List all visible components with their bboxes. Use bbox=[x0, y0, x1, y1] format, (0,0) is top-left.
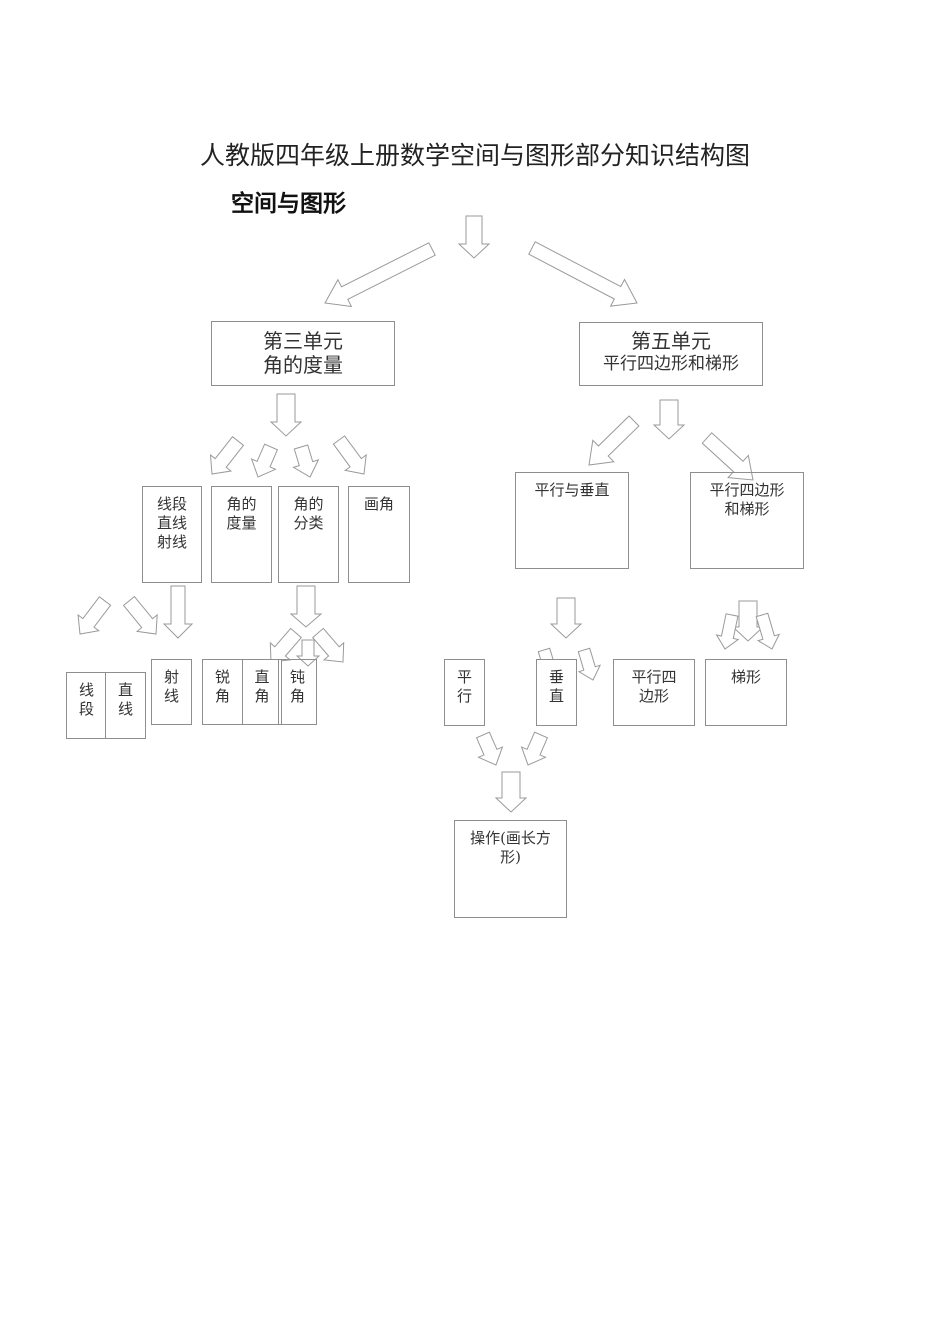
acute-angle-box: 锐 角 bbox=[202, 659, 243, 725]
parallelogram-trapezoid-label-2: 和梯形 bbox=[724, 500, 770, 518]
parallel-perpendicular-box: 平行与垂直 bbox=[515, 472, 629, 569]
page-title: 人教版四年级上册数学空间与图形部分知识结构图 bbox=[199, 141, 750, 170]
arrow-down-right-icon bbox=[475, 731, 504, 766]
arrow-down-icon bbox=[457, 215, 491, 259]
arrow-down-left-icon bbox=[269, 627, 303, 663]
arrow-down-left-icon bbox=[520, 731, 549, 766]
arrow-right-icon bbox=[528, 241, 638, 307]
perpendicular-box: 垂 直 bbox=[536, 659, 577, 726]
arrow-down-left-icon bbox=[209, 435, 245, 475]
segment-label-2: 段 bbox=[78, 700, 94, 718]
parallelogram-box: 平行四 边形 bbox=[613, 659, 695, 726]
unit5-line2: 平行四边形和梯形 bbox=[603, 354, 739, 374]
arrow-down-right-icon bbox=[755, 612, 781, 650]
arrow-down-icon bbox=[269, 393, 303, 437]
perpendicular-label-2: 直 bbox=[548, 687, 564, 705]
line-label-1: 直 bbox=[117, 681, 133, 699]
arrow-down-right-icon bbox=[122, 595, 158, 635]
arrow-left-icon bbox=[324, 242, 436, 308]
arrow-down-left-icon bbox=[250, 443, 279, 478]
right-label-1: 直 bbox=[254, 668, 270, 686]
trapezoid-box: 梯形 bbox=[705, 659, 787, 726]
perpendicular-label-1: 垂 bbox=[548, 668, 564, 686]
obtuse-angle-box: 钝 角 bbox=[278, 659, 317, 725]
lines-box: 线段 直线 射线 bbox=[142, 486, 202, 583]
acute-label-2: 角 bbox=[214, 687, 230, 705]
obtuse-label-2: 角 bbox=[289, 687, 305, 705]
arrow-down-icon bbox=[731, 600, 765, 642]
parallelogram-trapezoid-label-1: 平行四边形 bbox=[709, 481, 785, 499]
diagram-subtitle: 空间与图形 bbox=[231, 191, 346, 217]
parallel-perpendicular-label: 平行与垂直 bbox=[534, 481, 610, 499]
arrow-down-right-icon bbox=[311, 627, 345, 663]
right-angle-box: 直 角 bbox=[242, 659, 282, 725]
arrow-down-icon bbox=[549, 597, 583, 639]
draw-angle-label: 画角 bbox=[363, 495, 394, 513]
lines-label-2: 直线 bbox=[156, 514, 187, 532]
arrow-down-icon bbox=[162, 585, 194, 639]
angle-measure-box: 角的 度量 bbox=[211, 486, 272, 583]
ray-box: 射 线 bbox=[151, 659, 192, 725]
ray-label-2: 线 bbox=[163, 687, 179, 705]
right-label-2: 角 bbox=[254, 687, 270, 705]
unit3-line2: 角的度量 bbox=[263, 353, 343, 377]
unit5-line1: 第五单元 bbox=[631, 329, 711, 353]
draw-angle-box: 画角 bbox=[348, 486, 410, 583]
segment-box: 线 段 bbox=[66, 672, 107, 739]
arrow-down-icon bbox=[289, 585, 323, 628]
unit3-box: 第三单元 角的度量 bbox=[211, 321, 395, 386]
parallelogram-label-2: 边形 bbox=[638, 687, 669, 705]
angle-classify-box: 角的 分类 bbox=[278, 486, 339, 583]
unit5-box: 第五单元 平行四边形和梯形 bbox=[579, 322, 763, 386]
lines-label-1: 线段 bbox=[156, 495, 187, 513]
obtuse-label-1: 钝 bbox=[289, 668, 305, 686]
angle-classify-label-2: 分类 bbox=[293, 514, 324, 532]
angle-measure-label-2: 度量 bbox=[226, 514, 257, 532]
parallel-label-1: 平 bbox=[456, 668, 472, 686]
parallel-label-2: 行 bbox=[456, 687, 472, 705]
parallelogram-trapezoid-box: 平行四边形 和梯形 bbox=[690, 472, 804, 569]
parallel-box: 平 行 bbox=[444, 659, 485, 726]
unit3-line1: 第三单元 bbox=[263, 329, 343, 353]
line-box: 直 线 bbox=[105, 672, 146, 739]
angle-classify-label-1: 角的 bbox=[293, 495, 324, 513]
arrow-down-left-icon bbox=[715, 613, 740, 650]
arrow-down-icon bbox=[494, 771, 528, 813]
operation-box: 操作(画长方 形) bbox=[454, 820, 567, 918]
arrow-down-icon bbox=[577, 647, 602, 681]
operation-label-1: 操作(画长方 bbox=[470, 829, 551, 847]
lines-label-3: 射线 bbox=[156, 533, 187, 551]
angle-measure-label-1: 角的 bbox=[226, 495, 257, 513]
arrow-down-left-icon bbox=[588, 415, 640, 466]
trapezoid-label: 梯形 bbox=[730, 668, 761, 686]
line-label-2: 线 bbox=[117, 700, 133, 718]
arrow-down-right-icon bbox=[332, 435, 367, 475]
parallelogram-label-1: 平行四 bbox=[631, 668, 677, 686]
arrow-down-left-icon bbox=[77, 596, 112, 635]
arrow-down-right-icon bbox=[292, 444, 320, 478]
operation-label-2: 形) bbox=[500, 848, 521, 866]
arrow-down-icon bbox=[652, 399, 686, 440]
acute-label-1: 锐 bbox=[214, 668, 230, 686]
ray-label-1: 射 bbox=[163, 668, 179, 686]
segment-label-1: 线 bbox=[78, 681, 94, 699]
